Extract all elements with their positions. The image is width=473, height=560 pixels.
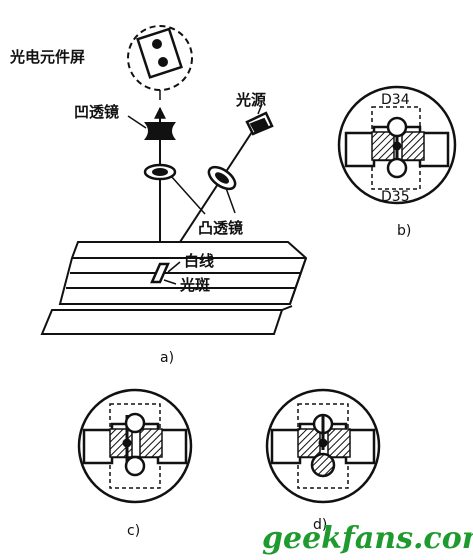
caption-a: a) [160, 350, 174, 366]
label-convex-lens: 凸透镜 [198, 219, 243, 237]
photo-screen [127, 25, 193, 100]
caption-b: b) [397, 223, 411, 239]
label-sensor-bottom: D35 [381, 189, 410, 205]
light-spot [150, 261, 181, 285]
label-photo-screen: 光电元件屏 [9, 48, 85, 66]
caption-c: c) [127, 523, 140, 539]
label-light-source: 光源 [235, 91, 266, 109]
track-plate [40, 241, 308, 335]
label-concave-lens: 凹透镜 [74, 103, 119, 121]
label-sensor-top: D34 [381, 92, 410, 108]
label-light-spot: 光斑 [179, 276, 210, 294]
convex-lens-right [207, 165, 237, 191]
light-source [245, 103, 274, 136]
figure-b [337, 85, 457, 205]
watermark-text: geekfans.com [262, 521, 473, 556]
concave-lens [127, 115, 176, 140]
figure-a [40, 25, 308, 335]
figure-c [77, 388, 193, 504]
caption-d: d) [313, 517, 327, 533]
convex-lens-left [143, 163, 177, 181]
label-white-line: 白线 [184, 252, 214, 270]
figure-d [265, 388, 381, 504]
